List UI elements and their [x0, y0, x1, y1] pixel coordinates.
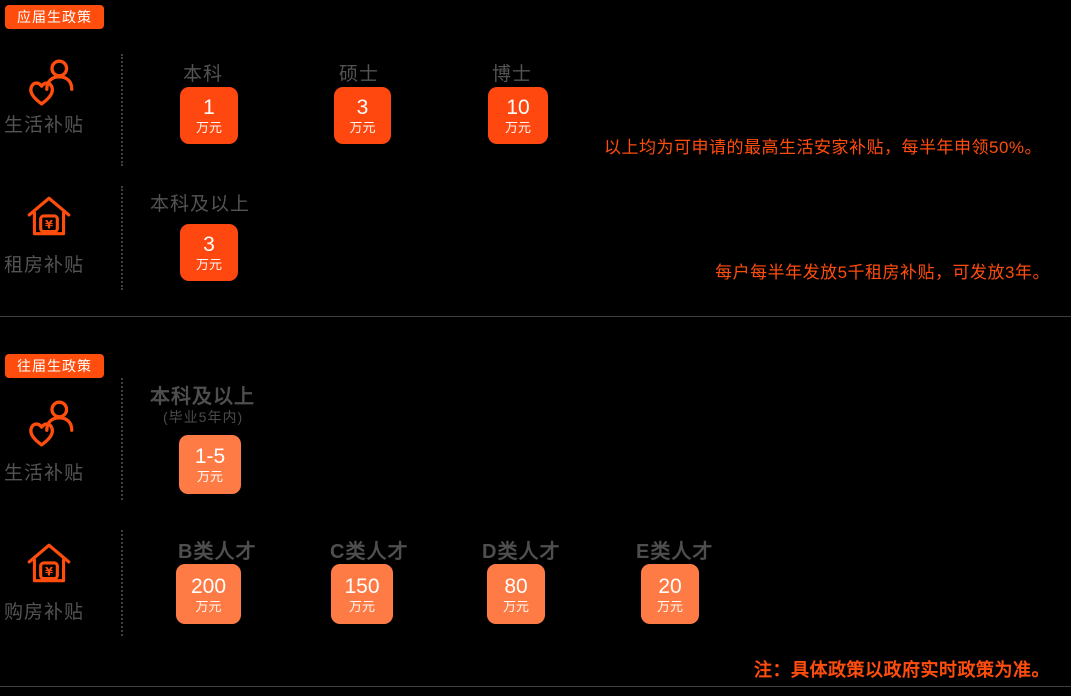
- rent-subsidy-house-yen-icon: ¥: [24, 192, 74, 247]
- subsidy-amount: 10: [506, 96, 530, 119]
- living-subsidy-heart-people-icon: [26, 56, 78, 113]
- subsidy-amount: 1-5: [194, 445, 226, 468]
- subsidy-amount: 80: [504, 574, 528, 598]
- dotted-divider: [121, 186, 123, 290]
- subsidy-amount: 20: [658, 574, 682, 598]
- subsidy-amount: 1: [203, 96, 215, 119]
- subsidy-amount: 200: [190, 574, 227, 598]
- footer-disclaimer-note: 注：具体政策以政府实时政策为准。: [754, 660, 1050, 680]
- subsidy-value-box: 3 万元: [180, 224, 238, 281]
- subsidy-amount: 3: [203, 233, 215, 256]
- subsidy-unit: 万元: [195, 598, 222, 614]
- subsidy-value-box: 1 万元: [180, 87, 238, 144]
- degree-label-phd: 博士: [492, 64, 533, 85]
- subsidy-amount: 3: [356, 96, 369, 119]
- subsidy-value-box: 80 万元: [487, 564, 545, 624]
- talent-label-class-e: E类人才: [636, 541, 714, 563]
- subsidy-unit: 万元: [504, 120, 531, 135]
- dotted-divider: [121, 378, 123, 500]
- previous-graduate-policy-badge: 往届生政策: [5, 354, 104, 378]
- talent-label-class-b: B类人才: [178, 541, 257, 563]
- degree-sublabel-within-5-years: (毕业5年内): [163, 409, 244, 425]
- subsidy-value-box: 20 万元: [641, 564, 699, 624]
- dotted-divider: [121, 54, 123, 166]
- degree-label-bachelor-and-above: 本科及以上: [150, 194, 251, 215]
- subsidy-value-box: 3 万元: [334, 87, 391, 144]
- rent-subsidy-note: 每户每半年发放5千租房补贴，可发放3年。: [715, 263, 1050, 282]
- row-label-purchase-subsidy: 购房补贴: [4, 602, 85, 623]
- subsidy-unit: 万元: [656, 598, 683, 614]
- subsidy-value-box: 10 万元: [488, 87, 548, 144]
- row-label-living-subsidy: 生活补贴: [4, 463, 85, 484]
- dotted-divider: [121, 530, 123, 636]
- subsidy-value-box: 200 万元: [176, 564, 241, 624]
- subsidy-amount: 150: [344, 574, 380, 598]
- subsidy-unit: 万元: [349, 120, 376, 135]
- living-subsidy-heart-people-icon: [26, 397, 78, 454]
- bottom-divider: [0, 686, 1071, 687]
- section-divider: [0, 316, 1071, 317]
- fresh-graduate-policy-badge: 应届生政策: [5, 5, 104, 29]
- svg-text:¥: ¥: [45, 564, 53, 578]
- subsidy-unit: 万元: [196, 469, 223, 484]
- living-subsidy-note: 以上均为可申请的最高生活安家补贴，每半年申领50%。: [604, 138, 1043, 157]
- degree-label-bachelor-and-above: 本科及以上: [150, 386, 255, 408]
- talent-label-class-d: D类人才: [482, 541, 561, 563]
- talent-label-class-c: C类人才: [330, 541, 409, 563]
- subsidy-unit: 万元: [348, 598, 375, 614]
- subsidy-unit: 万元: [502, 598, 529, 614]
- degree-label-bachelor: 本科: [183, 64, 224, 85]
- row-label-rent-subsidy: 租房补贴: [4, 255, 85, 276]
- subsidy-value-box: 1-5 万元: [179, 435, 241, 494]
- svg-text:¥: ¥: [45, 217, 53, 231]
- purchase-subsidy-house-yen-icon: ¥: [24, 539, 74, 594]
- degree-label-master: 硕士: [339, 64, 380, 85]
- row-label-living-subsidy: 生活补贴: [4, 115, 85, 136]
- subsidy-unit: 万元: [195, 257, 222, 272]
- subsidy-value-box: 150 万元: [331, 564, 393, 624]
- subsidy-unit: 万元: [195, 120, 222, 135]
